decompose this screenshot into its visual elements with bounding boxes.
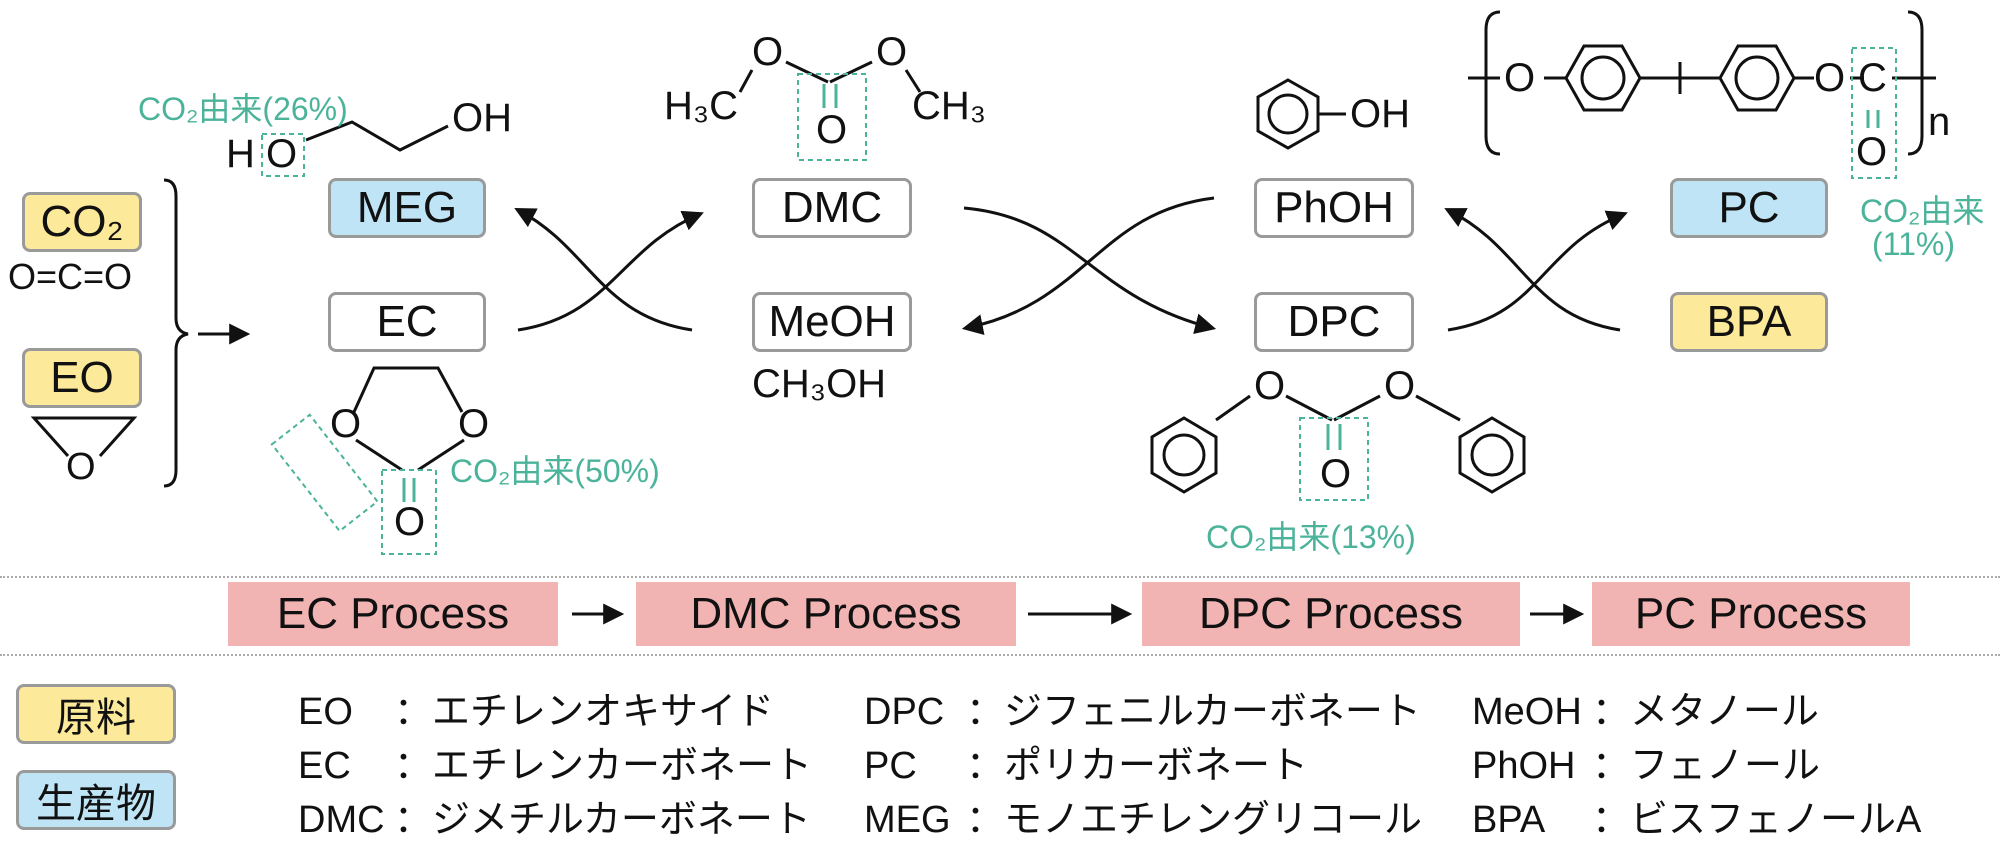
- dmc-h3c-group: H₃C: [664, 84, 739, 128]
- ec-box: EC: [328, 292, 486, 352]
- meg-structure: [305, 120, 449, 152]
- input-brace: [163, 178, 189, 488]
- pc-o-right: O: [1814, 56, 1846, 100]
- phoh-ring: [1256, 78, 1320, 150]
- ec-o-left: O: [330, 402, 362, 446]
- dmc-bond: [829, 60, 873, 84]
- meoh-box: MeOH: [752, 292, 912, 352]
- glossary-item-ec: EC：エチレンカーボネート: [298, 745, 813, 787]
- legend-product: 生産物: [16, 770, 176, 830]
- pc-aromatic: [1734, 55, 1780, 101]
- dpc-aromatic: [1162, 433, 1206, 477]
- dmc-box: DMC: [752, 178, 912, 238]
- dpc-bond: [1215, 394, 1251, 422]
- dpc-carbonyl-o: O: [1320, 452, 1352, 496]
- legend-raw-material: 原料: [16, 684, 176, 744]
- dpc-bond: [1415, 394, 1461, 422]
- co2-origin-pc-line2: (11%): [1872, 226, 1955, 262]
- phoh-aromatic: [1267, 93, 1309, 135]
- meg-box: MEG: [328, 178, 486, 238]
- dpc-bond: [1285, 394, 1333, 422]
- pc-bracket-right: [1907, 10, 1924, 156]
- dmc-bond: [904, 69, 922, 93]
- reaction-arrow-meoh-to-meg: [514, 208, 693, 332]
- process-pc: PC Process: [1592, 582, 1910, 646]
- divider-bottom: [0, 654, 2000, 656]
- pc-box: PC: [1670, 178, 1828, 238]
- dmc-bond: [785, 60, 829, 84]
- dmc-ch3-group: CH₃: [912, 84, 987, 128]
- dpc-aromatic: [1470, 433, 1514, 477]
- process-ec: EC Process: [228, 582, 558, 646]
- dmc-carbonyl-o: O: [816, 108, 848, 152]
- dpc-ring-left: [1150, 416, 1218, 494]
- dpc-box: DPC: [1254, 292, 1414, 352]
- eo-structure: [30, 416, 138, 458]
- divider-top: [0, 576, 2000, 578]
- co2-box: CO₂: [22, 192, 142, 252]
- ec-bond: [417, 438, 465, 472]
- co2-origin-meg: CO₂由来(26%): [138, 91, 348, 127]
- glossary-item-dpc: DPC：ジフェニルカーボネート: [864, 691, 1421, 733]
- glossary-item-eo: EO：エチレンオキサイド: [298, 691, 775, 733]
- dmc-bond: [738, 69, 754, 93]
- co2-highlight-dmc: [797, 73, 867, 161]
- reaction-arrow-phoh-to-meoh: [961, 196, 1215, 335]
- reaction-arrow-dpc-to-pc: [1447, 210, 1628, 332]
- co2-highlight-ec-top: [270, 413, 379, 533]
- glossary-item-bpa: BPA：ビスフェノールA: [1472, 799, 1922, 841]
- ec-carbonyl-o: O: [394, 500, 426, 544]
- dpc-ring-right: [1458, 416, 1526, 494]
- pc-carbonyl-c: C: [1858, 56, 1887, 100]
- pc-aromatic: [1580, 55, 1626, 101]
- meg-h-atom: H: [226, 132, 255, 176]
- ec-o-right: O: [458, 402, 490, 446]
- meg-oh-group: OH: [452, 96, 512, 140]
- dmc-o-left: O: [752, 30, 784, 74]
- reaction-arrow-bpa-to-phoh: [1444, 208, 1621, 332]
- glossary-item-phoh: PhOH：フェノール: [1472, 745, 1821, 787]
- pc-o-left: O: [1504, 56, 1536, 100]
- glossary-item-meg: MEG：モノエチレングリコール: [864, 799, 1423, 841]
- process-dpc: DPC Process: [1142, 582, 1520, 646]
- meg-o-atom: O: [266, 132, 298, 176]
- glossary-item-meoh: MeOH：メタノール: [1472, 691, 1819, 733]
- meoh-formula: CH₃OH: [752, 362, 887, 406]
- reaction-arrow-ec-to-dmc: [517, 210, 704, 332]
- ec-ring: [352, 366, 464, 413]
- co2-origin-pc-line1: CO₂由来: [1860, 193, 1985, 229]
- pc-repeat-n: n: [1928, 100, 1951, 144]
- co2-highlight-dpc: [1299, 417, 1369, 501]
- dpc-o-left: O: [1254, 364, 1286, 408]
- co2-highlight-ec-bottom: [381, 469, 437, 555]
- bpa-box: BPA: [1670, 292, 1828, 352]
- phoh-box: PhOH: [1254, 178, 1414, 238]
- ec-bond: [355, 438, 403, 472]
- pc-bracket-left: [1484, 10, 1501, 156]
- glossary-item-pc: PC：ポリカーボネート: [864, 745, 1309, 787]
- eo-oxygen-atom: O: [66, 446, 96, 488]
- co2-origin-ec: CO₂由来(50%): [450, 453, 660, 489]
- dpc-o-right: O: [1384, 364, 1416, 408]
- co2-origin-dpc: CO₂由来(13%): [1206, 519, 1416, 555]
- pc-carbonyl-o: O: [1856, 130, 1888, 174]
- phoh-oh-group: OH: [1350, 92, 1410, 136]
- process-dmc: DMC Process: [636, 582, 1016, 646]
- glossary-item-dmc: DMC：ジメチルカーボネート: [298, 799, 811, 841]
- dpc-bond: [1333, 394, 1381, 422]
- co2-structure-label: O=C=O: [8, 256, 133, 297]
- reaction-arrow-dmc-to-dpc: [963, 206, 1217, 334]
- co2-highlight-meg: [261, 133, 305, 177]
- dmc-o-right: O: [876, 30, 908, 74]
- eo-box: EO: [22, 348, 142, 408]
- co2-highlight-pc: [1851, 47, 1897, 179]
